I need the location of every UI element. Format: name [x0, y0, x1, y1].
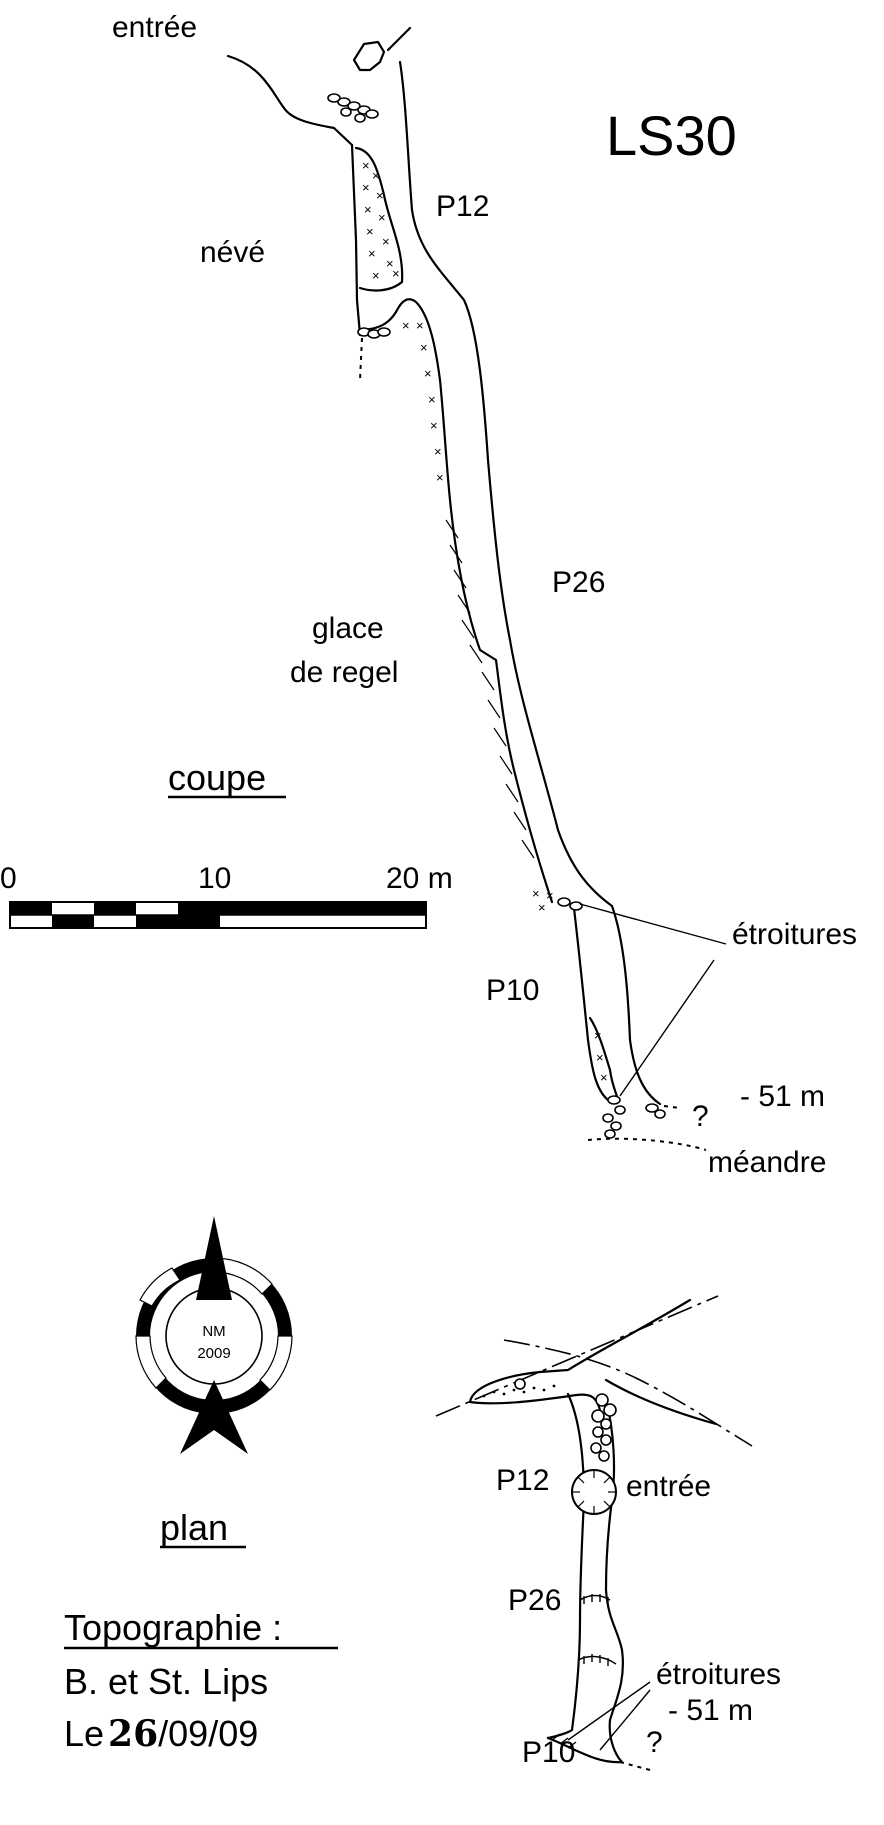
svg-text:×: × — [372, 268, 380, 283]
credits-date-day: 26 — [108, 1713, 158, 1755]
credits-date-rest: /09/09 — [158, 1713, 258, 1754]
neve-deposit — [354, 146, 404, 292]
svg-text:×: × — [372, 168, 380, 183]
label-depth: - 51 m — [740, 1080, 825, 1113]
scale-tick-20: 20 m — [386, 862, 453, 895]
label-question: ? — [692, 1100, 709, 1133]
svg-text:×: × — [538, 900, 546, 915]
terminal-continuation — [663, 1105, 681, 1109]
svg-text:×: × — [386, 256, 394, 271]
plan-view: P12 entrée P26 étroitures - 51 m ? P10 p… — [160, 1295, 781, 1771]
north-arrow-text-2: 2009 — [197, 1345, 230, 1362]
plan-view-label: plan — [160, 1507, 228, 1548]
meander-line — [587, 1137, 707, 1151]
north-arrow-text-1: NM — [202, 1323, 225, 1340]
plan-gallery-lower — [468, 1393, 602, 1412]
p10-left-wall — [572, 906, 610, 1102]
plan-p26-ticks-lower — [577, 1654, 617, 1666]
label-ice-2: de regel — [290, 656, 398, 689]
plan-p26-ticks — [579, 1594, 611, 1605]
credits-heading: Topographie : — [64, 1607, 282, 1648]
p10-ice-lens — [588, 1016, 620, 1102]
north-arrow-icon — [196, 1216, 232, 1300]
north-arrow: NM 2009 — [135, 1216, 293, 1454]
svg-text:×: × — [420, 340, 428, 355]
regel-ice-hatching — [445, 519, 535, 859]
svg-text:×: × — [368, 246, 376, 261]
svg-text:×: × — [402, 318, 410, 333]
plan-label-entrance: entrée — [626, 1470, 711, 1503]
scale-tick-0: 0 — [0, 862, 17, 895]
label-ice-1: glace — [312, 612, 384, 645]
section-view: ×× ×× ×× ×× ×× ×× ×× ×× ×× ×× ×× × ×× × — [112, 11, 857, 1179]
plan-shaft-left — [546, 1392, 586, 1740]
label-neve: névé — [200, 236, 265, 269]
plan-label-depth: - 51 m — [668, 1694, 753, 1727]
plan-shaft-right — [546, 1398, 624, 1764]
plan-gallery-branch — [604, 1378, 718, 1426]
plan-narrows-leader-1 — [567, 1681, 651, 1741]
scale-bar: 0 10 20 m — [0, 862, 453, 929]
credits-authors: B. et St. Lips — [64, 1661, 268, 1702]
section-surface-left — [226, 54, 354, 147]
svg-text:×: × — [546, 888, 554, 903]
section-left-wall — [350, 143, 362, 337]
label-entrance: entrée — [112, 11, 197, 44]
svg-text:×: × — [376, 188, 384, 203]
svg-text:×: × — [362, 158, 370, 173]
svg-text:×: × — [392, 266, 400, 281]
section-right-wall — [398, 60, 662, 1106]
label-p12: P12 — [436, 190, 489, 223]
narrows-leader-bottom — [619, 959, 715, 1097]
svg-text:×: × — [424, 366, 432, 381]
svg-text:×: × — [596, 1050, 604, 1065]
svg-text:×: × — [382, 234, 390, 249]
plan-terminal-continuation — [619, 1761, 651, 1771]
plan-boulders — [514, 1378, 617, 1462]
label-p26: P26 — [552, 566, 605, 599]
section-entrance-rock — [352, 40, 386, 72]
plan-label-p12: P12 — [496, 1464, 549, 1497]
section-view-label: coupe — [168, 757, 266, 798]
section-surface-right — [386, 26, 412, 52]
svg-text:×: × — [532, 886, 540, 901]
cave-title: LS30 — [606, 104, 737, 167]
plan-label-p26: P26 — [508, 1584, 561, 1617]
label-narrows: étroitures — [732, 918, 857, 951]
svg-text:×: × — [366, 224, 374, 239]
svg-text:×: × — [378, 210, 386, 225]
svg-text:×: × — [436, 470, 444, 485]
plan-gallery-fill — [482, 1384, 556, 1398]
plan-label-question: ? — [646, 1726, 663, 1759]
plan-p10-ticks — [551, 1733, 577, 1749]
label-meander: méandre — [708, 1146, 826, 1179]
plan-gallery-upper — [468, 1298, 692, 1404]
svg-text:×: × — [364, 202, 372, 217]
plan-entrance-ticks — [572, 1470, 616, 1514]
plan-narrows-leader-2 — [599, 1689, 651, 1751]
snow-fill-marks: ×× ×× ×× ×× ×× ×× ×× ×× ×× ×× ×× × ×× × — [362, 158, 608, 1085]
ice-ridge — [358, 298, 554, 904]
section-left-continuation — [359, 337, 363, 381]
credits-date-prefix: Le — [64, 1713, 104, 1754]
svg-text:×: × — [428, 392, 436, 407]
section-boulders — [327, 93, 666, 1139]
narrows-leader-top — [579, 903, 727, 945]
plan-label-p10: P10 — [522, 1736, 575, 1769]
svg-text:×: × — [430, 418, 438, 433]
plan-label-narrows: étroitures — [656, 1658, 781, 1691]
svg-text:×: × — [362, 180, 370, 195]
svg-text:×: × — [416, 318, 424, 333]
svg-text:×: × — [594, 1028, 602, 1043]
scale-tick-10: 10 — [198, 862, 231, 895]
svg-text:×: × — [600, 1070, 608, 1085]
label-p10: P10 — [486, 974, 539, 1007]
plan-axis-2 — [503, 1339, 753, 1447]
svg-text:×: × — [434, 444, 442, 459]
